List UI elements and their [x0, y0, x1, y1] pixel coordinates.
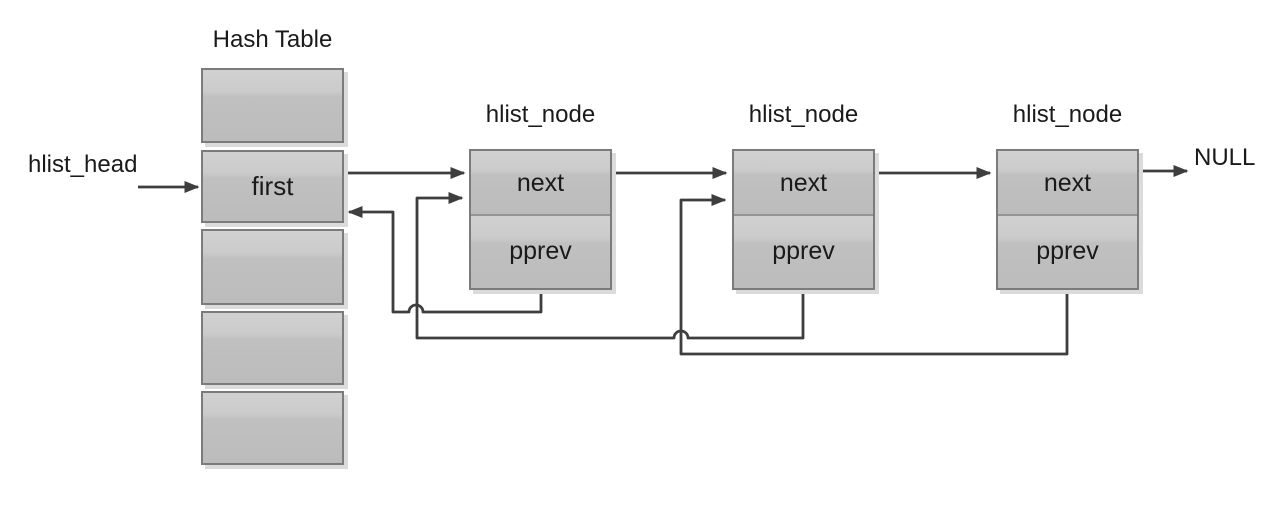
- node3-next-field: next: [998, 151, 1137, 216]
- arrow-node3-pprev-to-node2: [679, 194, 1069, 356]
- null-label: NULL: [1194, 144, 1256, 171]
- hlist-node-3: hlist_node next pprev: [996, 101, 1139, 290]
- hlist-head-label: hlist_head: [28, 151, 138, 178]
- hash-bucket-4: [201, 391, 344, 465]
- hash-bucket-3: [201, 311, 344, 385]
- hlist-node-2: hlist_node next pprev: [732, 101, 875, 290]
- node3-pprev-field: pprev: [998, 216, 1137, 288]
- bucket-first-label: first: [251, 171, 294, 201]
- hash-bucket-first: first: [201, 150, 344, 223]
- hash-bucket-2: [201, 229, 344, 305]
- hlist-node-1: hlist_node next pprev: [469, 101, 612, 290]
- node3-title: hlist_node: [1012, 101, 1123, 128]
- node1-next-field: next: [471, 151, 610, 216]
- node1-title: hlist_node: [485, 101, 596, 128]
- arrow-node1-pprev-to-first: [347, 206, 543, 314]
- node1-pprev-field: pprev: [471, 216, 610, 288]
- hash-table-title: Hash Table: [212, 26, 333, 53]
- node2-next-field: next: [734, 151, 873, 216]
- node2-title: hlist_node: [748, 101, 859, 128]
- hash-bucket-0: [201, 68, 344, 143]
- node2-pprev-field: pprev: [734, 216, 873, 288]
